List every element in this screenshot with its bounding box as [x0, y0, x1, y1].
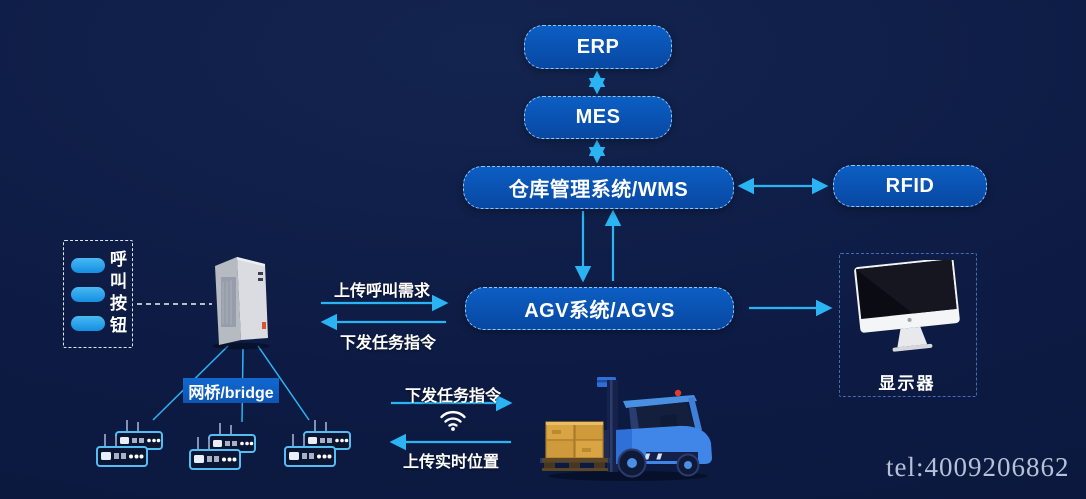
- wireless-router-pair-illustration: [284, 420, 351, 467]
- node-erp-label: ERP: [576, 35, 620, 58]
- wifi-icon: [440, 410, 466, 431]
- display-dashed-box: [839, 253, 977, 397]
- node-bridge-label: 网桥/bridge: [188, 384, 274, 402]
- node-bridge: 网桥/bridge: [183, 378, 279, 403]
- node-rfid: RFID: [833, 165, 987, 207]
- wireless-router-pair-illustration: [189, 423, 256, 470]
- node-agvs: AGV系统/AGVS: [465, 287, 734, 330]
- monitor-illustration: [854, 260, 960, 352]
- label-upload-call-request: 上传呼叫需求: [333, 283, 430, 300]
- wireless-router-pair-illustration: [96, 420, 163, 467]
- call-button-pill: [71, 286, 105, 302]
- call-button-pills: [71, 257, 105, 331]
- label-upload-realtime-position: 上传实时位置: [402, 454, 499, 471]
- display-label: 显示器: [878, 374, 936, 393]
- node-mes-label: MES: [575, 106, 621, 128]
- node-mes: MES: [524, 96, 672, 139]
- node-rfid-label: RFID: [885, 174, 935, 197]
- forklift-agv-illustration: [540, 377, 712, 481]
- node-agvs-label: AGV系统/AGVS: [524, 300, 675, 322]
- call-button-group: 呼叫按钮: [63, 240, 133, 348]
- label-dispatch-task-upper: 下发任务指令: [339, 335, 436, 352]
- call-button-pill: [71, 315, 105, 331]
- node-erp: ERP: [524, 25, 672, 69]
- edge-pc-router-3: [257, 345, 310, 421]
- call-button-label: 呼叫按钮: [107, 250, 126, 338]
- node-wms-label: 仓库管理系统/WMS: [508, 179, 689, 201]
- node-wms: 仓库管理系统/WMS: [463, 166, 734, 209]
- call-button-pill: [71, 257, 105, 273]
- pc-tower-illustration: [212, 257, 270, 350]
- label-dispatch-task-lower: 下发任务指令: [404, 388, 501, 405]
- phone-watermark: tel:4009206862: [886, 452, 1070, 482]
